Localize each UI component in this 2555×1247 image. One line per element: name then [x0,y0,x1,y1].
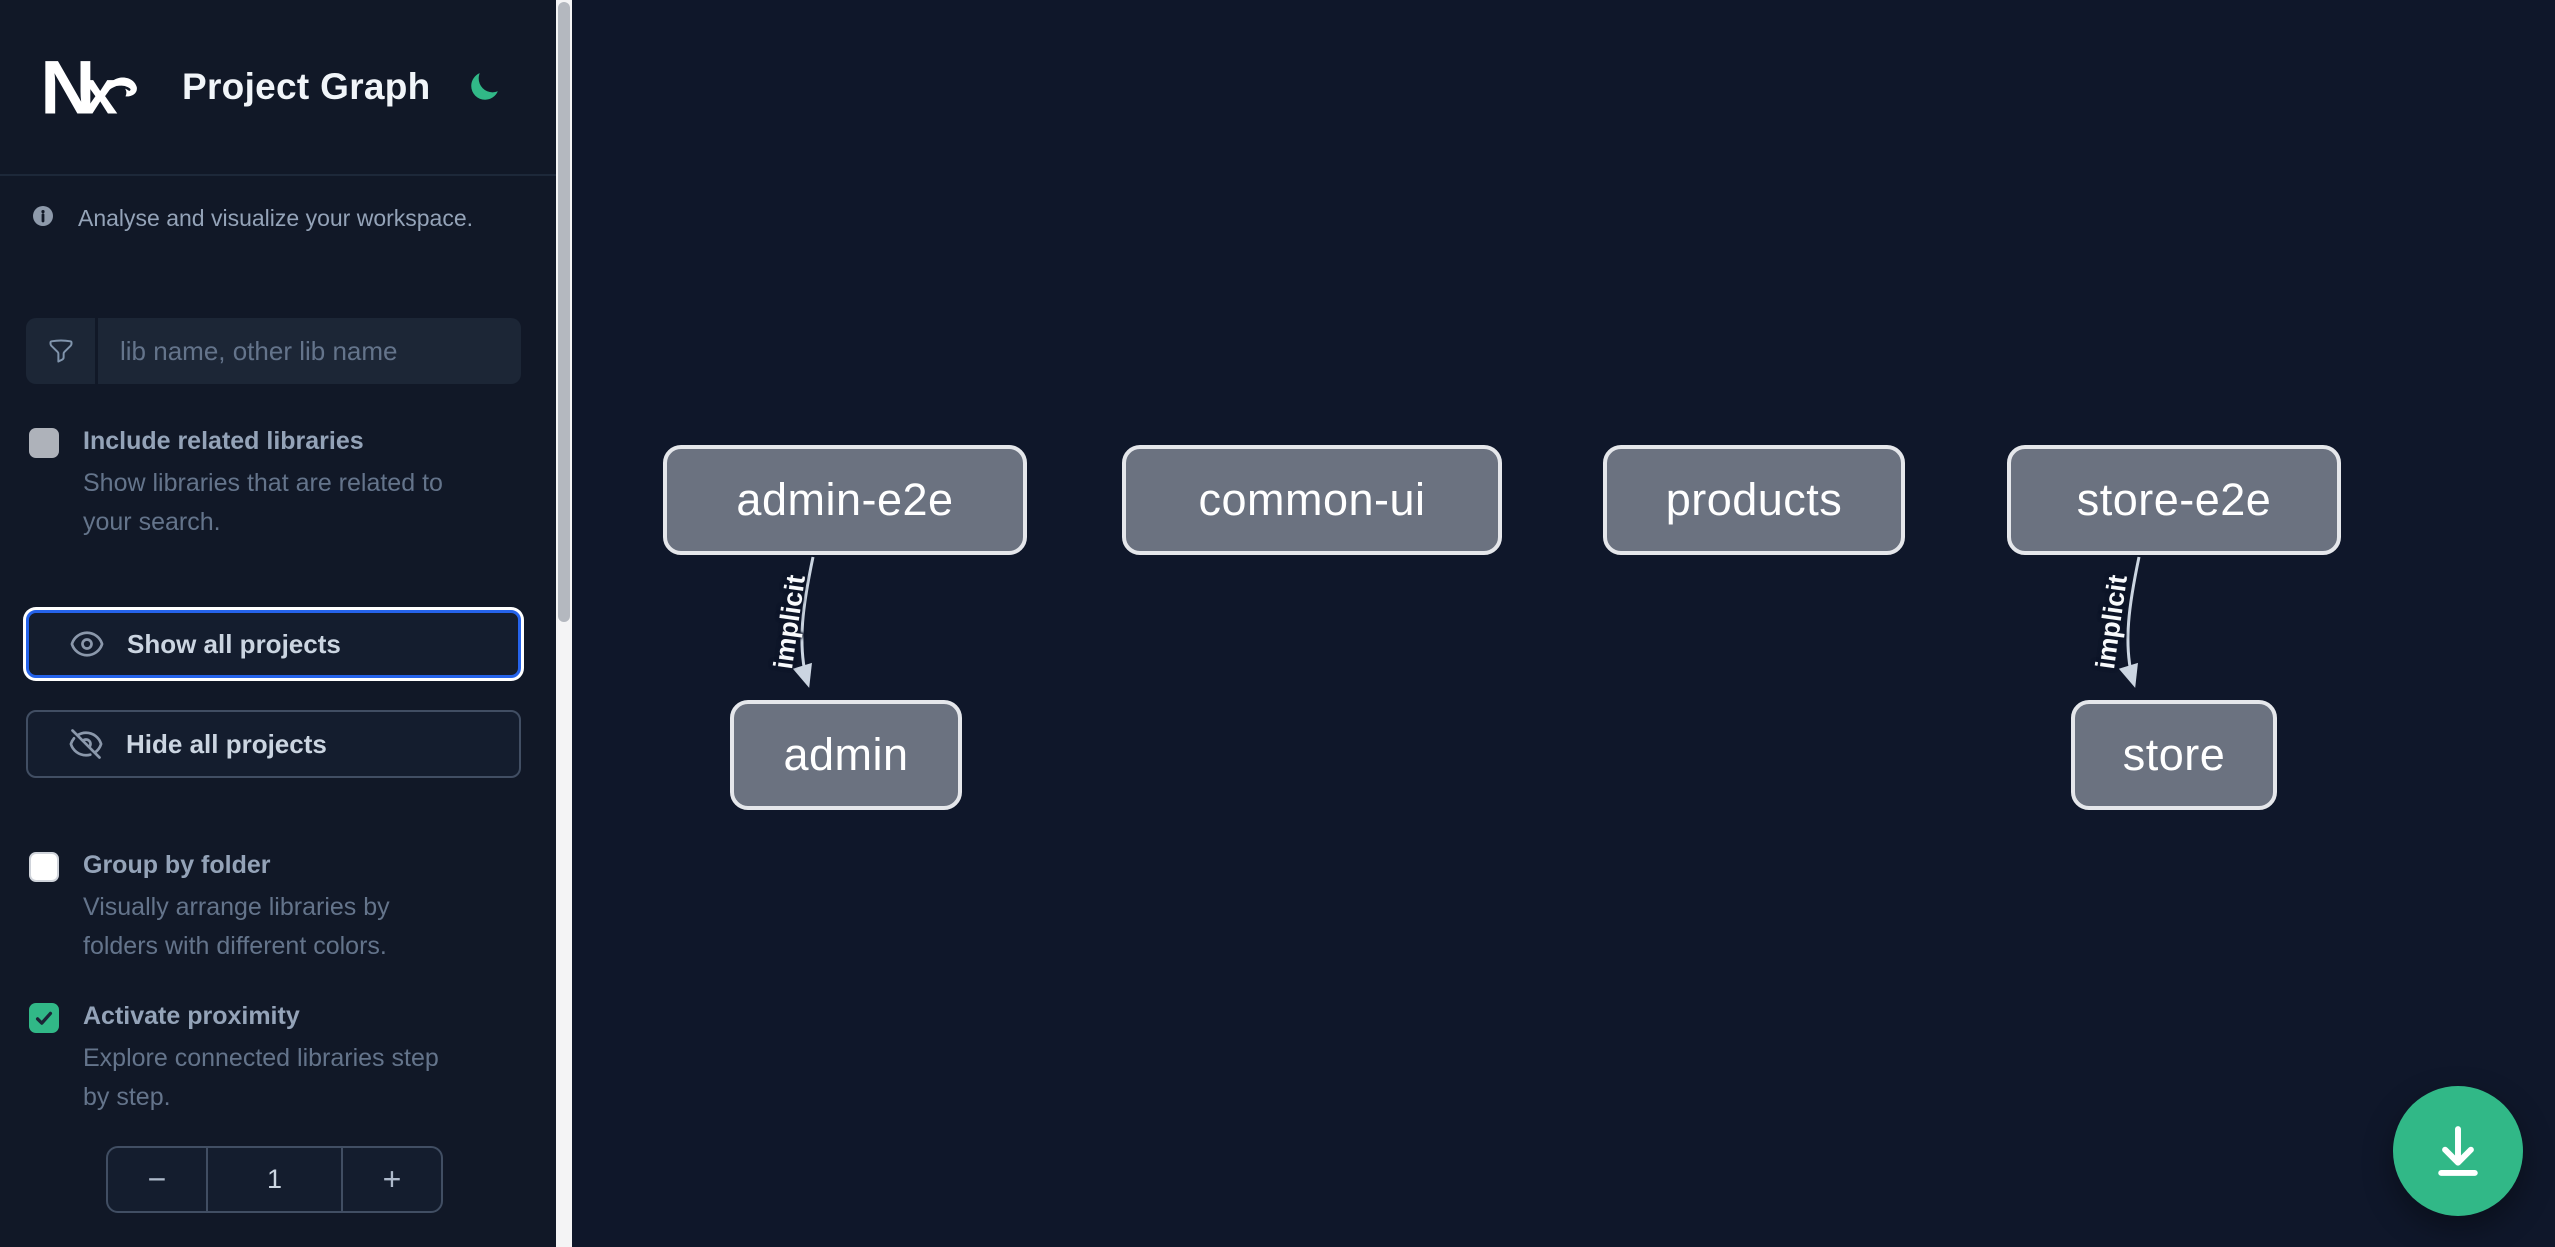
checkbox-row-include-related[interactable]: Include related libraries Show libraries… [29,425,499,542]
hide-all-projects-button[interactable]: Hide all projects [26,710,521,778]
checkbox-activate-proximity[interactable] [29,1003,59,1033]
checkbox-label: Activate proximity [83,1002,300,1030]
checkbox-label: Group by folder [83,851,271,879]
graph-canvas[interactable]: admin-e2e common-ui products store-e2e a… [572,0,2555,1247]
filter-input[interactable] [98,318,521,384]
edge-admin-e2e-to-admin [792,556,815,688]
svg-text:x: x [83,57,118,121]
graph-node-admin[interactable]: admin [730,700,962,810]
download-graph-button[interactable] [2393,1086,2523,1216]
download-icon [2438,1126,2478,1176]
checkbox-description: Show libraries that are related to your … [83,469,443,536]
sidebar: N x Project Graph Analyse and visualize … [0,0,556,1247]
funnel-icon-cell [26,318,98,384]
checkbox-group-by-folder[interactable] [29,852,59,882]
edge-store-e2e-to-store [2118,556,2141,688]
proximity-increment-button[interactable]: + [343,1148,441,1211]
proximity-value-cell [206,1148,343,1211]
graph-node-common-ui[interactable]: common-ui [1122,445,1502,555]
check-icon [35,1011,53,1025]
page-title: Project Graph [182,66,431,107]
sidebar-scrollbar-thumb[interactable] [558,2,570,622]
checkbox-include-related[interactable] [29,428,59,458]
graph-node-admin-e2e[interactable]: admin-e2e [663,445,1027,555]
checkbox-label: Include related libraries [83,427,364,455]
show-all-projects-label: Show all projects [127,628,341,659]
proximity-stepper: − + [106,1146,443,1213]
nx-logo: N x [44,53,137,121]
graph-node-store[interactable]: store [2071,700,2277,810]
checkbox-description: Visually arrange libraries by folders wi… [83,893,390,960]
eye-slash-icon [69,729,103,759]
hide-all-projects-label: Hide all projects [126,728,327,759]
theme-toggle-button[interactable] [462,65,506,109]
proximity-decrement-button[interactable]: − [108,1148,206,1211]
graph-node-products[interactable]: products [1603,445,1905,555]
checkbox-description: Explore connected libraries step by step… [83,1044,439,1111]
checkbox-row-group-by-folder[interactable]: Group by folder Visually arrange librari… [29,849,499,966]
checkbox-row-activate-proximity[interactable]: Activate proximity Explore connected lib… [29,1000,499,1117]
search-filter [26,318,521,384]
sidebar-scrollbar-track[interactable] [556,0,572,1247]
eye-icon [70,631,104,657]
workspace-info-text: Analyse and visualize your workspace. [78,205,474,231]
funnel-icon [49,339,72,363]
info-icon [33,206,53,226]
sidebar-header: N x Project Graph [0,0,556,176]
proximity-value-input[interactable] [208,1148,341,1211]
show-all-projects-button[interactable]: Show all projects [26,610,521,678]
graph-node-store-e2e[interactable]: store-e2e [2007,445,2341,555]
graph-edges [792,556,2141,688]
workspace-info-row: Analyse and visualize your workspace. [31,204,526,232]
moon-icon [471,73,498,100]
svg-text:N: N [44,53,95,121]
